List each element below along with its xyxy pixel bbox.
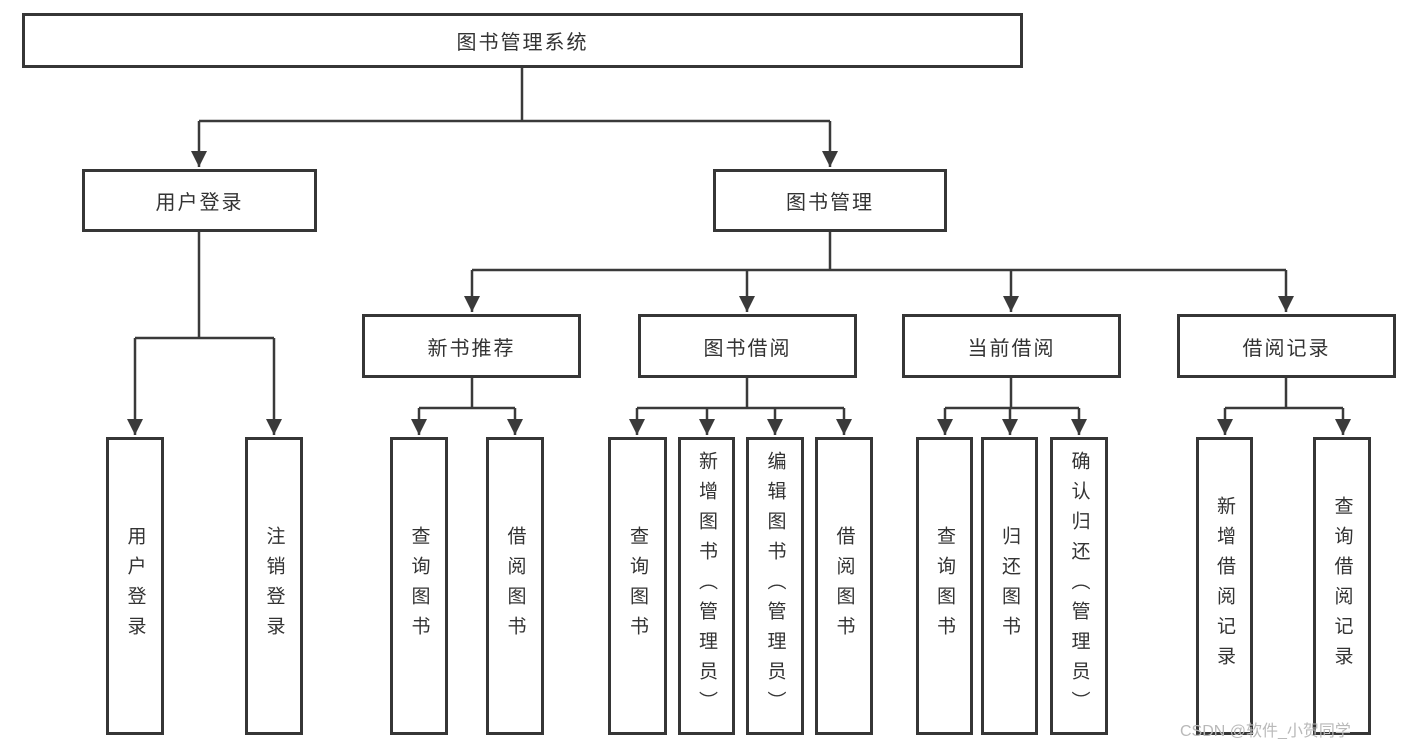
leaf-current-query: 查询图书	[916, 437, 973, 735]
leaf-current-confirm-admin: 确认归还（管理员）	[1050, 437, 1108, 735]
node-user-login-label: 用户登录	[155, 192, 244, 214]
node-borrowing-records: 借阅记录	[1177, 314, 1396, 378]
leaf-current-return: 归还图书	[981, 437, 1038, 735]
node-book-borrowing: 图书借阅	[638, 314, 857, 378]
leaf-records-add-label: 新增借阅记录	[1214, 496, 1235, 676]
node-current-borrowing-label: 当前借阅	[967, 337, 1056, 360]
node-book-management: 图书管理	[713, 169, 947, 232]
leaf-borrowing-query: 查询图书	[608, 437, 667, 735]
leaf-borrowing-edit-admin: 编辑图书（管理员）	[746, 437, 804, 735]
leaf-user-login-label: 用户登录	[124, 526, 146, 646]
node-book-borrowing-label: 图书借阅	[703, 337, 792, 360]
node-new-book-recommend-label: 新书推荐	[427, 337, 516, 360]
node-current-borrowing: 当前借阅	[902, 314, 1121, 378]
node-borrowing-records-label: 借阅记录	[1242, 337, 1331, 360]
leaf-newbooks-query-label: 查询图书	[408, 526, 430, 646]
leaf-current-query-label: 查询图书	[934, 526, 955, 646]
leaf-user-login: 用户登录	[106, 437, 164, 735]
leaf-records-query: 查询借阅记录	[1313, 437, 1371, 735]
node-root-label: 图书管理系统	[456, 32, 589, 54]
leaf-newbooks-borrow: 借阅图书	[486, 437, 544, 735]
node-book-management-label: 图书管理	[786, 192, 874, 214]
node-new-book-recommend: 新书推荐	[362, 314, 581, 378]
leaf-logout-label: 注销登录	[263, 526, 285, 646]
leaf-records-add: 新增借阅记录	[1196, 437, 1253, 735]
leaf-borrowing-borrow: 借阅图书	[815, 437, 873, 735]
node-root: 图书管理系统	[22, 13, 1023, 68]
leaf-borrowing-edit-admin-label: 编辑图书（管理员）	[764, 451, 786, 721]
leaf-logout: 注销登录	[245, 437, 303, 735]
leaf-newbooks-borrow-label: 借阅图书	[504, 526, 526, 646]
csdn-watermark: CSDN @软件_小贺同学	[1180, 723, 1351, 740]
leaf-current-confirm-admin-label: 确认归还（管理员）	[1068, 451, 1090, 721]
leaf-borrowing-borrow-label: 借阅图书	[833, 526, 855, 646]
leaf-borrowing-add-admin-label: 新增图书（管理员）	[696, 451, 717, 721]
leaf-newbooks-query: 查询图书	[390, 437, 448, 735]
leaf-borrowing-query-label: 查询图书	[627, 526, 648, 646]
leaf-current-return-label: 归还图书	[999, 526, 1020, 646]
leaf-borrowing-add-admin: 新增图书（管理员）	[678, 437, 735, 735]
node-user-login: 用户登录	[82, 169, 317, 232]
leaf-records-query-label: 查询借阅记录	[1331, 496, 1353, 676]
